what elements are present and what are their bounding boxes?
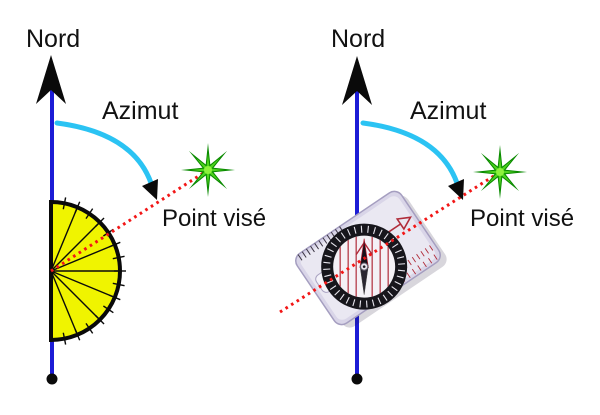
target-label: Point visé bbox=[162, 205, 266, 232]
azimuth-label: Azimut bbox=[102, 97, 178, 125]
target-label: Point visé bbox=[470, 205, 574, 232]
needle-pivot-dot bbox=[362, 265, 366, 268]
baseplate-compass-icon bbox=[295, 190, 447, 328]
origin-dot bbox=[46, 373, 58, 385]
north-arrow-icon bbox=[36, 55, 66, 104]
azimuth-arrowhead-icon bbox=[142, 179, 158, 200]
azimuth-arc bbox=[360, 120, 460, 186]
panel-protractor: Nord Azimut Point visé bbox=[26, 25, 266, 385]
protractor-spokes bbox=[50, 208, 118, 334]
north-label: Nord bbox=[26, 25, 80, 53]
star-burst-icon bbox=[473, 145, 527, 199]
azimuth-label: Azimut bbox=[410, 97, 486, 125]
panel-compass: Nord Azimut Point visé bbox=[279, 25, 574, 385]
sight-line bbox=[50, 168, 209, 273]
azimuth-arrowhead-icon bbox=[448, 179, 464, 200]
origin-dot bbox=[351, 373, 363, 385]
star-burst-icon bbox=[181, 143, 235, 197]
azimuth-arc bbox=[54, 120, 154, 186]
bezel-degree-ticks bbox=[323, 225, 406, 308]
north-label: Nord bbox=[331, 25, 385, 53]
north-arrow-icon bbox=[342, 56, 372, 105]
